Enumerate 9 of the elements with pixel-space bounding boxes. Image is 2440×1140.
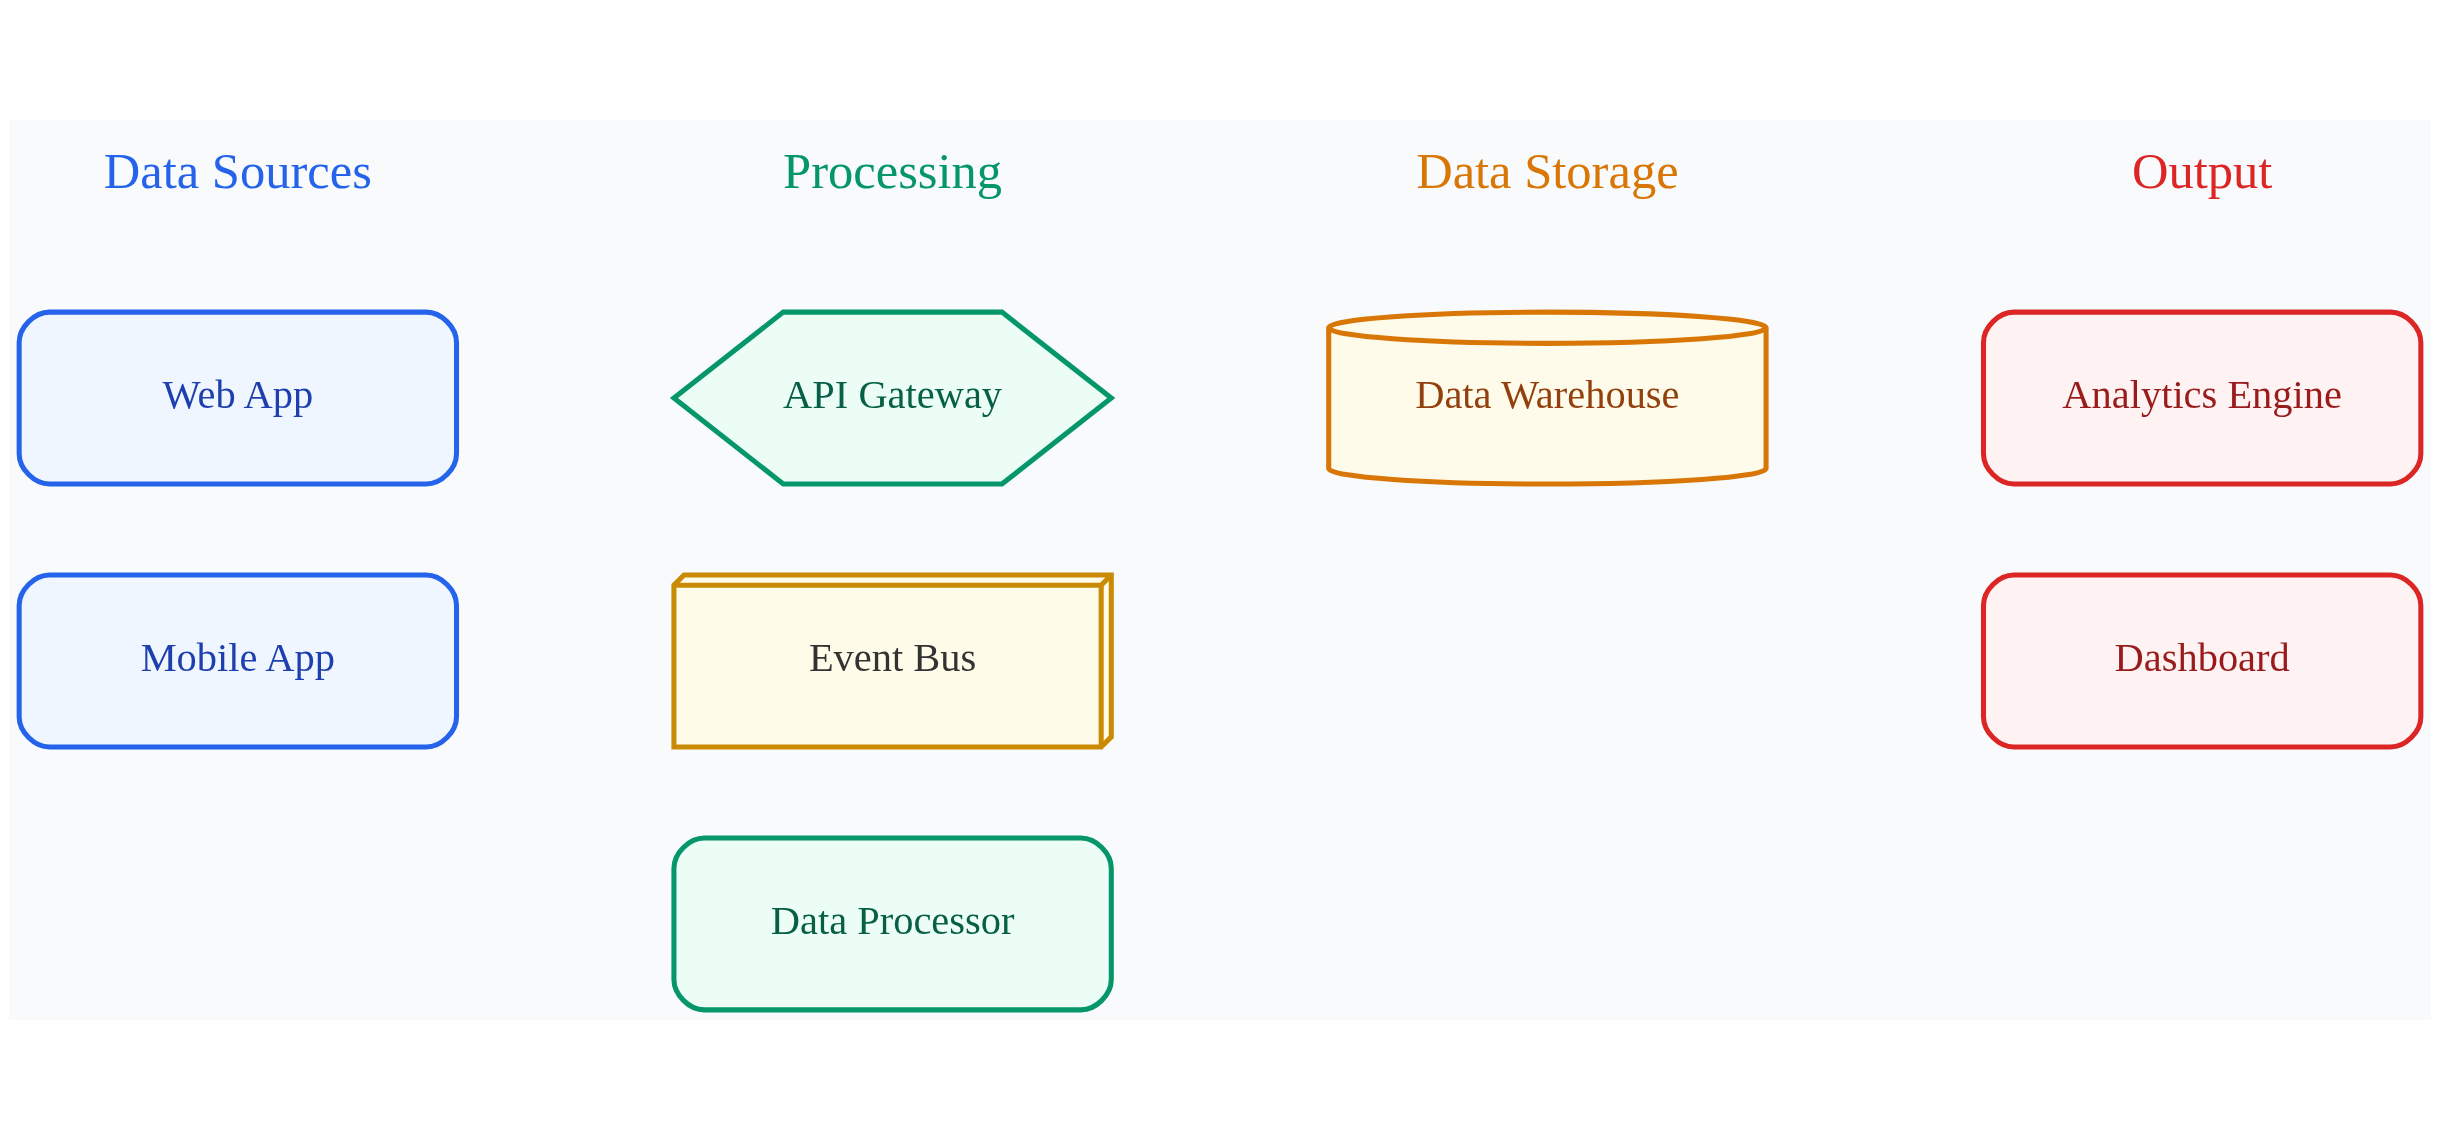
node-box: Dashboard [1980,572,2424,750]
label: Data Sources [103,143,372,200]
node-box: Analytics Engine [1980,309,2424,487]
label: Processing [783,143,1003,200]
node-box: Data Processor [671,835,1114,1013]
label: Data Storage [1416,143,1679,200]
node-box: Web App [16,309,460,487]
node-box: Mobile App [16,572,460,750]
label: Output [2131,143,2273,200]
